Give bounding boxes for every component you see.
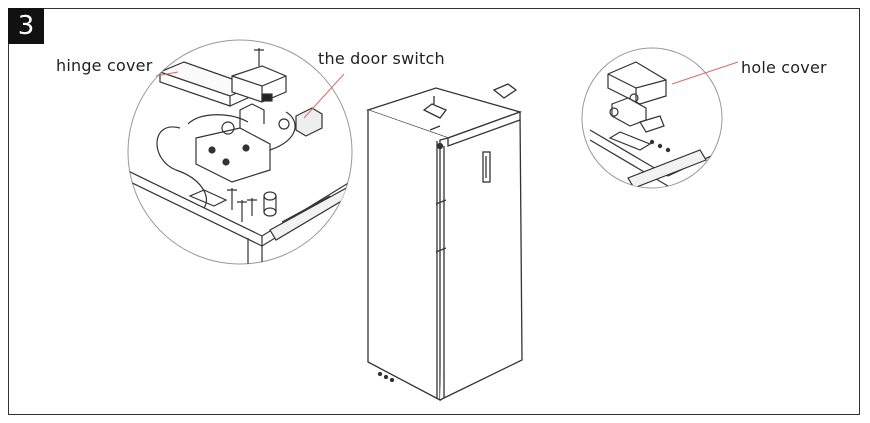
hole-cover-label: hole cover bbox=[741, 58, 827, 77]
door-switch-leader bbox=[303, 73, 345, 119]
door-switch-label: the door switch bbox=[318, 49, 445, 68]
hinge-cover-label: hinge cover bbox=[56, 56, 153, 75]
refrigerator bbox=[365, 83, 523, 402]
step-number-badge: 3 bbox=[8, 8, 44, 44]
leader-lines bbox=[155, 61, 739, 119]
hole-cover-leader bbox=[671, 61, 739, 85]
hinge-cover-leader bbox=[155, 71, 179, 77]
hinge-detail-circle bbox=[127, 39, 353, 265]
hole-cover-detail-circle bbox=[581, 47, 723, 189]
